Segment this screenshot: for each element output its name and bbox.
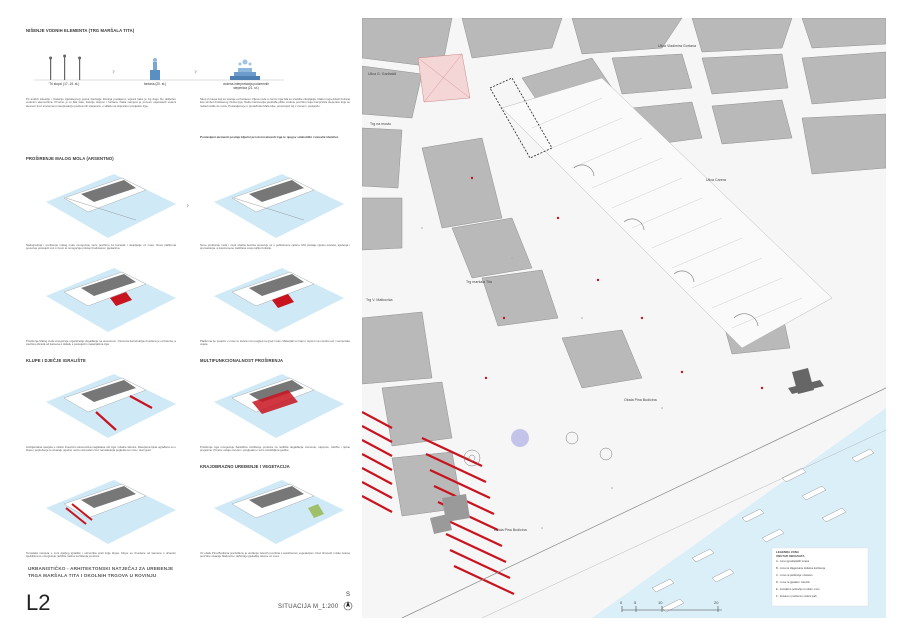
competition-title-line2: TRGA MARŠALA TITA I OKOLNIH TRGOVA U ROV… — [28, 573, 157, 578]
quay-budicina-right: Obala Pina Budicina — [624, 398, 657, 402]
iso-row-4 — [46, 480, 344, 544]
mole-text-4: Platforma se proteže u more te stvara no… — [200, 339, 350, 347]
section-title-multi: MULTIFUNKCIONALNOST PROŠIRENJA — [200, 358, 284, 363]
scale-mark-20: 20 — [714, 600, 719, 605]
north-arrow-icon — [343, 601, 353, 611]
legend-item-e: E - kontaktno područje na obali i moru — [776, 588, 820, 591]
seafront-text-1: Uz obalu Pina Budicina predviđeno je ure… — [200, 551, 350, 559]
north-letter: S — [346, 592, 351, 598]
legend-item-f: F - fontana u podzemni vodeni park — [776, 595, 817, 598]
site-plan-drawing — [362, 18, 886, 618]
site-plan: Ulica Vladimira Gortana Ulica G. Garibal… — [362, 18, 886, 618]
section-title-seafront: KRAJOBRAZNO UREĐENJE I VEGETACIJA — [200, 464, 290, 469]
section-title-mole: PROŠIRENJE MALOG MOLA (ARSENTNO) — [26, 156, 114, 161]
sheet-number: L2 — [26, 590, 51, 615]
quay-budicina-left: Obala Pina Budicina — [494, 528, 527, 532]
square-matkovica: Trg V. Matkovića — [366, 298, 393, 302]
legend-item-a: A - zona ugostiteljskih terasa — [776, 560, 810, 563]
caption-three-poles: 'Tri stupa' (17.-19. st.) — [48, 82, 80, 86]
mole-text-2: Novo proširenje mola i nova obalna šetni… — [200, 243, 350, 251]
intro-text-right-bold: Postavljeni elementi postaju ključni pro… — [200, 135, 339, 139]
street-garibaldi: Ulica G. Garibaldi — [368, 72, 397, 76]
multi-text-1: Proširenje trga omogućuje fleksibilno ko… — [200, 445, 350, 453]
legend-item-c: C - zona za parkiranje i dostavu — [776, 574, 813, 577]
caption-fountain: fontana (20. st.) — [143, 82, 167, 86]
water-evolution-illustration: › › — [34, 54, 284, 81]
competition-title-line1: URBANISTIČKO - ARHITEKTONSKI NATJEČAJ ZA… — [28, 566, 174, 571]
iso-row-1: › — [46, 174, 344, 238]
legend-item-b: B - zona za dijagonalna dodatna korišten… — [776, 567, 826, 570]
street-vladimir-gortana: Ulica Vladimira Gortana — [658, 44, 696, 48]
mole-text-3: Proširenje Malog mola omogućuje organiza… — [26, 339, 176, 347]
svg-text:›: › — [194, 67, 197, 76]
iso-row-3 — [46, 374, 344, 438]
section-title-bench: KLUPE I DJEČJE IGRALIŠTE — [26, 358, 86, 363]
intro-text-right: Skup tri stupa koji se sastoje od fontan… — [200, 97, 350, 108]
scale-mark-10: 10 — [658, 600, 663, 605]
iso-row-2 — [46, 268, 344, 332]
scale-mark-0: 0 — [620, 600, 623, 605]
bench-text-1: Ambijentalna rasvjeta u niskim linearnim… — [26, 445, 176, 453]
mole-text-1: Nadogradnja i proširenje malog mola omog… — [26, 243, 176, 251]
caption-steps: vodena interpretacija podzemnih stepenic… — [222, 82, 270, 90]
left-panel: NIŠENJE VODNIH ELEMENTA (TRG MARŠALA TIT… — [24, 18, 362, 618]
legend-item-d: D - zona za pješake i zelenilo — [776, 581, 810, 584]
intro-text-left: Pri analizi situacije i hvatanju cijelok… — [26, 97, 176, 108]
scale-mark-5: 5 — [634, 600, 637, 605]
square-marsala-tita: Trg maršala Tita — [466, 280, 492, 284]
bench-text-2: Tematska rasvjeta u zoni dječjeg igrališ… — [26, 551, 176, 559]
svg-text:›: › — [112, 67, 115, 76]
legend-title: LEGENDA ZONA UNUTAR OBUHVATA — [776, 550, 805, 558]
situation-scale-title: SITUACIJA M_1:200 — [278, 604, 339, 610]
square-na-mostu: Trg na mostu — [370, 122, 392, 126]
section-title-water: NIŠENJE VODNIH ELEMENTA (TRG MARŠALA TIT… — [26, 28, 135, 33]
street-carera: Ulica Carera — [706, 178, 726, 182]
svg-text:›: › — [186, 201, 189, 210]
